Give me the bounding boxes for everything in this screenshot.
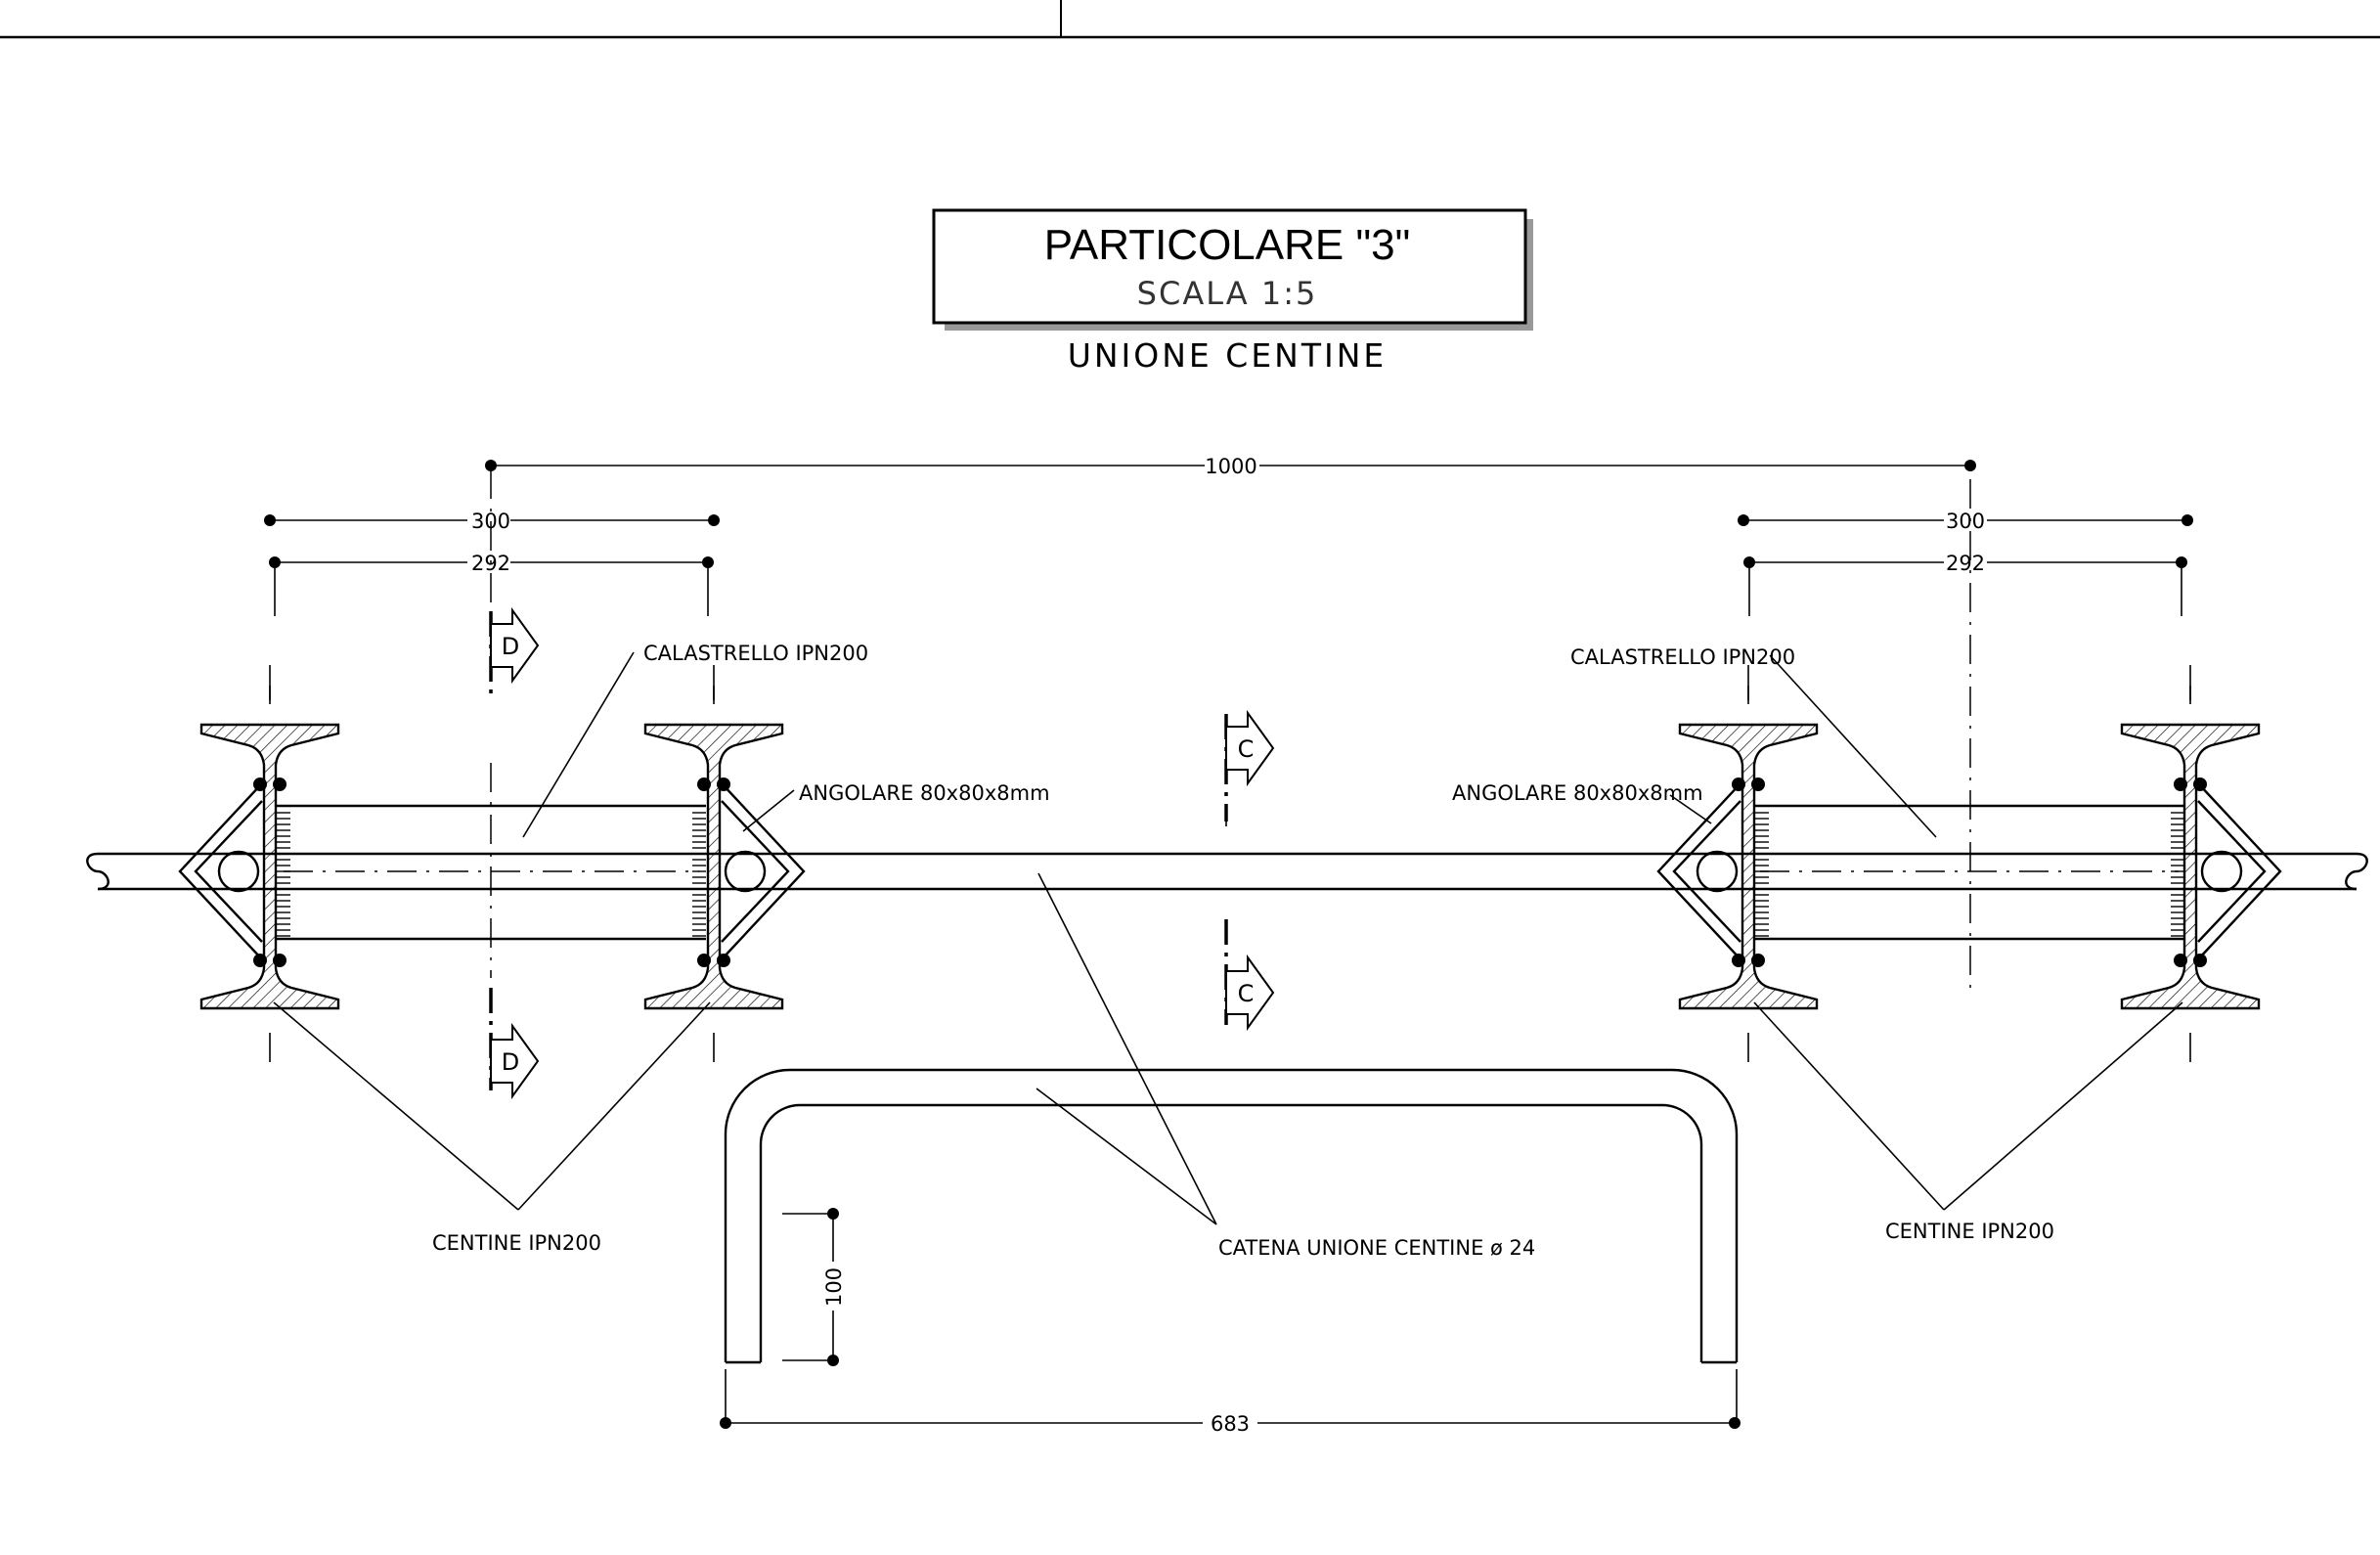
label-calastrello-right: CALASTRELLO IPN200 xyxy=(1570,645,1795,669)
left-assembly xyxy=(178,684,806,1064)
label-catena: CATENA UNIONE CENTINE ø 24 xyxy=(1218,1236,1535,1260)
dimension-bar-width: 683 xyxy=(720,1369,1741,1436)
section-d-top-label: D xyxy=(502,633,519,660)
dim-bar-height-label: 100 xyxy=(822,1267,846,1307)
dimension-left: 300 292 xyxy=(264,510,720,616)
ibeam-left-inner xyxy=(643,684,784,1064)
angle-bracket-left-outer xyxy=(178,781,264,961)
drawing-scale: SCALA 1:5 xyxy=(1137,275,1318,312)
label-angolare-left: ANGOLARE 80x80x8mm xyxy=(799,781,1050,805)
drawing-title: PARTICOLARE "3" xyxy=(1044,221,1410,269)
sheet-frame xyxy=(0,0,2380,39)
section-d-bottom-label: D xyxy=(502,1048,519,1076)
ibeam-right-outer xyxy=(2120,684,2261,1064)
angle-bracket-right-inner xyxy=(1656,781,1742,961)
section-mark-d-bottom: D xyxy=(489,988,539,1097)
dimension-bar-height: 100 xyxy=(782,1208,846,1366)
dim-bar-width-label: 683 xyxy=(1211,1412,1250,1436)
title-block: PARTICOLARE "3" SCALA 1:5 UNIONE CENTINE xyxy=(932,208,1533,375)
section-mark-c-bottom: C xyxy=(1224,919,1274,1029)
dim-overall-label: 1000 xyxy=(1205,455,1256,478)
dimension-right: 300 292 xyxy=(1738,510,2193,616)
angle-bracket-right-outer xyxy=(2196,781,2282,961)
angle-bracket-left-inner xyxy=(720,781,806,961)
leader-lines xyxy=(273,651,2183,1225)
right-assembly xyxy=(1656,684,2282,1064)
section-mark-c-top: C xyxy=(1224,712,1274,822)
dimension-overall: 1000 xyxy=(485,455,1976,478)
label-centine-right: CENTINE IPN200 xyxy=(1885,1220,2054,1243)
ibeam-left-outer xyxy=(199,684,340,1064)
section-mark-d-top: D xyxy=(489,609,539,699)
section-c-bottom-label: C xyxy=(1238,980,1255,1007)
dim-right-outer-label: 300 xyxy=(1946,510,1985,533)
label-calastrello-left: CALASTRELLO IPN200 xyxy=(643,642,868,665)
labels: CALASTRELLO IPN200 CALASTRELLO IPN200 AN… xyxy=(432,642,2054,1260)
label-centine-left: CENTINE IPN200 xyxy=(432,1231,601,1255)
dim-right-inner-label: 292 xyxy=(1946,552,1985,575)
drawing-subtitle: UNIONE CENTINE xyxy=(1068,336,1388,375)
tie-rod xyxy=(86,852,2368,891)
ibeam-right-inner xyxy=(1678,684,1819,1064)
bent-tie-bar xyxy=(724,1068,1739,1364)
section-c-top-label: C xyxy=(1238,735,1255,763)
label-angolare-right: ANGOLARE 80x80x8mm xyxy=(1452,781,1703,805)
